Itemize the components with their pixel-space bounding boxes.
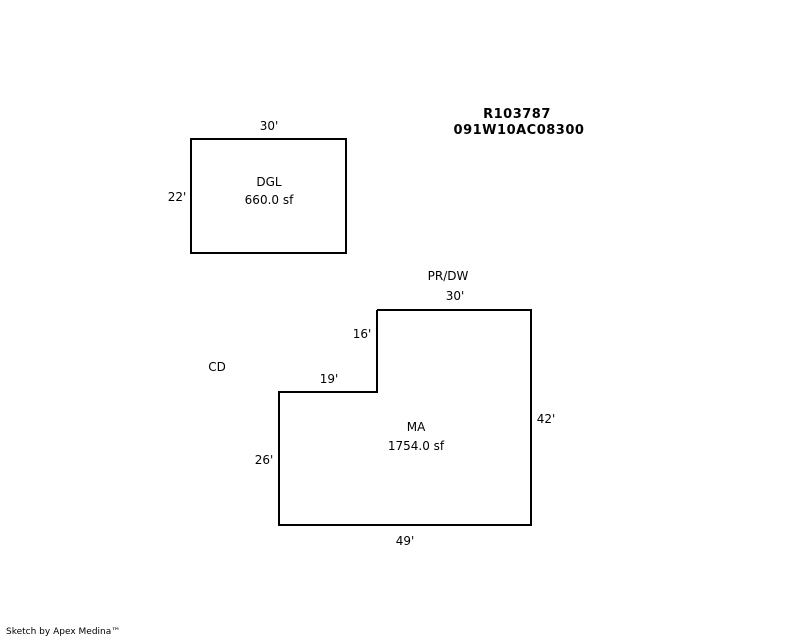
garage-area: 660.0 sf (244, 193, 294, 207)
garage-depth-label: 22' (167, 190, 187, 204)
garage-code: DGL (256, 175, 282, 189)
garage-outline (190, 138, 347, 254)
main-area-left-label: 26' (254, 453, 274, 467)
deck-code: CD (208, 360, 226, 374)
main-area-bottom-label: 49' (395, 534, 415, 548)
map-tax-lot: 091W10AC08300 (453, 123, 585, 138)
account-number: R103787 (483, 107, 551, 122)
main-area-area: 1754.0 sf (387, 439, 445, 453)
garage-width-label: 30' (259, 119, 279, 133)
main-area-boundary (278, 309, 532, 526)
porch-code: PR/DW (427, 269, 469, 283)
main-area-code: MA (406, 420, 426, 434)
main-area-right-label: 42' (536, 412, 556, 426)
main-area-top-label: 30' (445, 289, 465, 303)
main-area-notch-height-label: 16' (352, 327, 372, 341)
main-area-notch-width-label: 19' (319, 372, 339, 386)
sketch-credit: Sketch by Apex Medina™ (6, 627, 121, 637)
